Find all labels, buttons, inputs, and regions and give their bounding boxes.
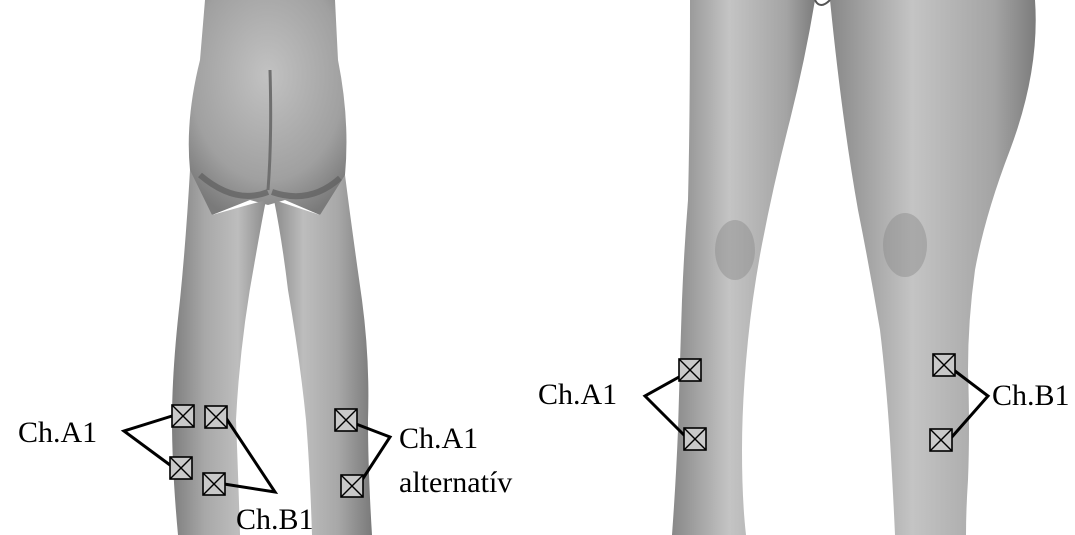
square-with-x-icon [205,406,227,428]
inner-thigh-gap [815,0,830,5]
right-ch-b1-label: Ch.B1 [992,379,1070,412]
left-knee-shade [715,220,755,280]
right-ch-a1-label: Ch.A1 [538,378,617,411]
square-with-x-icon [684,428,706,450]
wire-left-ch-a1 [124,416,172,465]
square-with-x-icon [341,475,363,497]
square-with-x-icon [203,473,225,495]
posterior-body-figure [172,0,372,535]
left-ch-a1-alt-sublabel: alternatív [399,466,512,499]
square-with-x-icon [679,359,701,381]
square-with-x-icon [930,429,952,451]
right-knee-shade [883,213,927,277]
anterior-body-figure [672,0,1036,535]
square-with-x-icon [170,457,192,479]
anterior-right-leg [830,0,1036,535]
left-ch-a1-alt-label: Ch.A1 [399,422,478,455]
left-ch-a1-label: Ch.A1 [18,416,97,449]
square-with-x-icon [933,354,955,376]
square-with-x-icon [172,405,194,427]
electrode-pads [170,354,955,497]
left-ch-b1-label: Ch.B1 [236,503,314,535]
square-with-x-icon [335,409,357,431]
